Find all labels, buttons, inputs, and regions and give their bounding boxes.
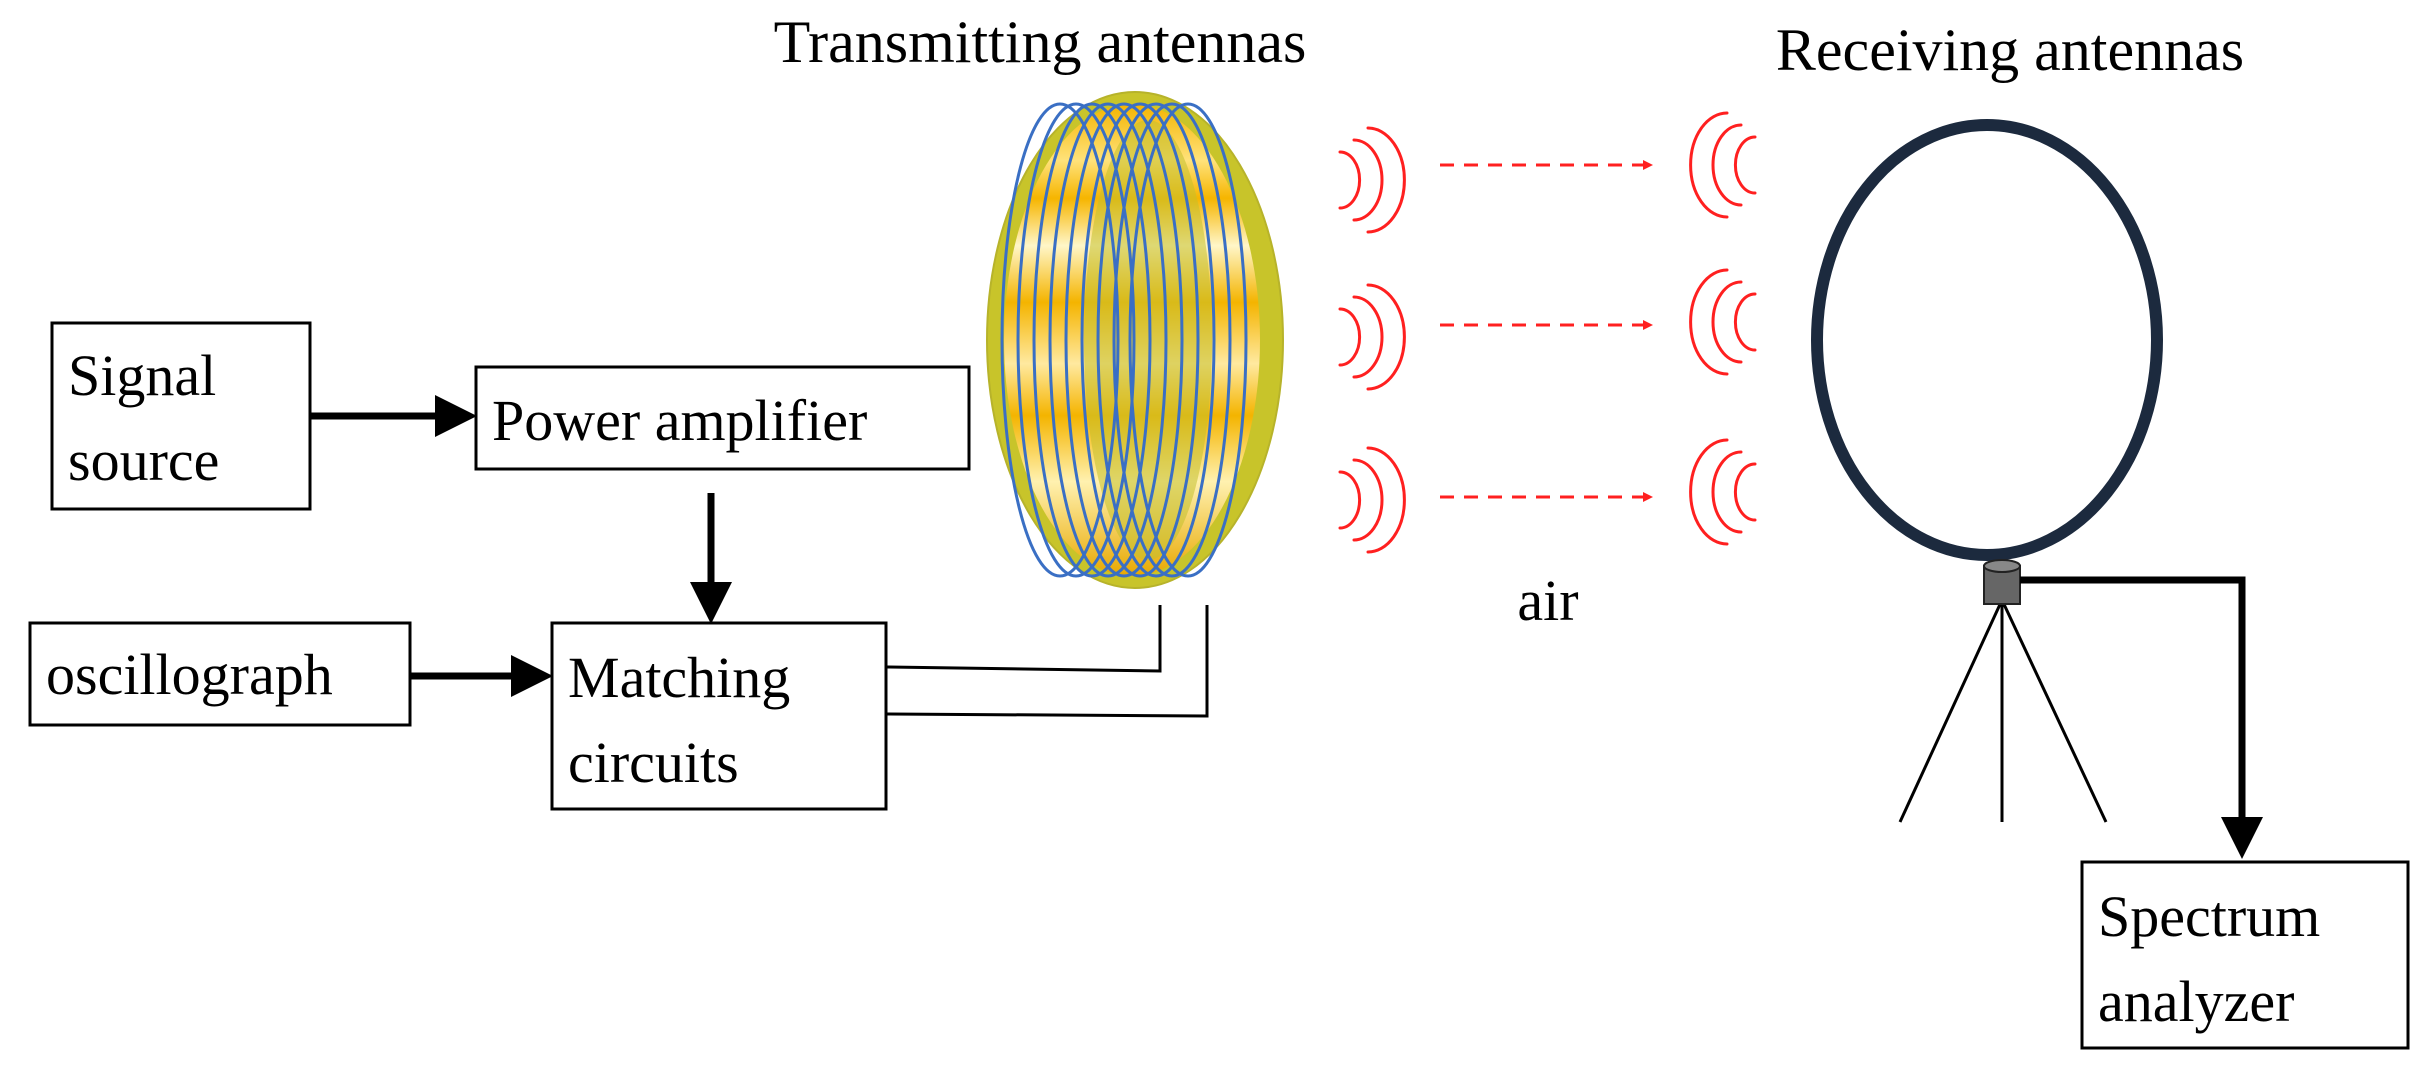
wave-arc: [1338, 307, 1362, 367]
signal-source-label-line2: source: [68, 428, 219, 493]
coil-turn: [1112, 102, 1232, 578]
receive-waves: [1689, 111, 1757, 546]
wave-arc: [1352, 295, 1384, 379]
spectrum-analyzer-label-line1: Spectrum: [2098, 884, 2320, 949]
air-label: air: [1517, 568, 1578, 633]
wave-arc: [1711, 450, 1743, 534]
receiving-loop-antenna: [1811, 119, 2163, 561]
coil-turn: [1048, 102, 1168, 578]
wave-arc: [1352, 138, 1384, 222]
arrow-antenna-to-spectrum-analyzer: [2020, 576, 2263, 859]
propagation-arrows: [1440, 160, 1653, 502]
wave-arc: [1733, 135, 1757, 195]
matching-circuits-label-line1: Matching: [568, 645, 790, 710]
signal-source-block: Signal source: [50, 321, 312, 511]
antenna-connector: [1983, 559, 2021, 605]
signal-source-label-line1: Signal: [68, 343, 216, 408]
wave-arc: [1711, 280, 1743, 364]
power-amplifier-label: Power amplifier: [492, 388, 867, 453]
transmitting-antennas-label: Transmitting antennas: [774, 9, 1307, 75]
transmitting-coil: [986, 91, 1284, 589]
transmit-waves: [1338, 126, 1406, 554]
wave-arc: [1338, 470, 1362, 530]
wave-arc: [1366, 446, 1406, 554]
tripod-stand: [1898, 599, 2108, 823]
coil-turn: [1064, 102, 1184, 578]
oscillograph-label: oscillograph: [46, 642, 333, 707]
wave-arc: [1733, 292, 1757, 352]
receiving-antennas-label: Receiving antennas: [1776, 17, 2244, 83]
coil-wire-turns: [1000, 102, 1248, 578]
wave-arc: [1352, 458, 1384, 542]
wave-arc: [1366, 126, 1406, 234]
spectrum-analyzer-label-line2: analyzer: [2098, 969, 2294, 1034]
coil-turn: [1000, 102, 1120, 578]
coil-turn: [1096, 102, 1216, 578]
power-amplifier-block: Power amplifier: [474, 365, 971, 471]
spectrum-analyzer-block: Spectrum analyzer: [2080, 860, 2410, 1050]
coil-lead-upper: [885, 605, 1162, 673]
coil-turn: [1080, 102, 1200, 578]
wave-arc: [1733, 462, 1757, 522]
wave-arc: [1366, 283, 1406, 391]
coil-turn: [1128, 102, 1248, 578]
coil-turn: [1016, 102, 1136, 578]
wave-arc: [1711, 123, 1743, 207]
wave-arc: [1689, 268, 1729, 376]
matching-circuits-label-line2: circuits: [568, 730, 739, 795]
coil-turn: [1032, 102, 1152, 578]
wave-arc: [1338, 150, 1362, 210]
matching-circuits-block: Matching circuits: [550, 621, 888, 811]
wave-arc: [1689, 111, 1729, 219]
oscillograph-block: oscillograph: [28, 621, 412, 727]
wave-arc: [1689, 438, 1729, 546]
coil-lead-lower: [885, 605, 1209, 718]
